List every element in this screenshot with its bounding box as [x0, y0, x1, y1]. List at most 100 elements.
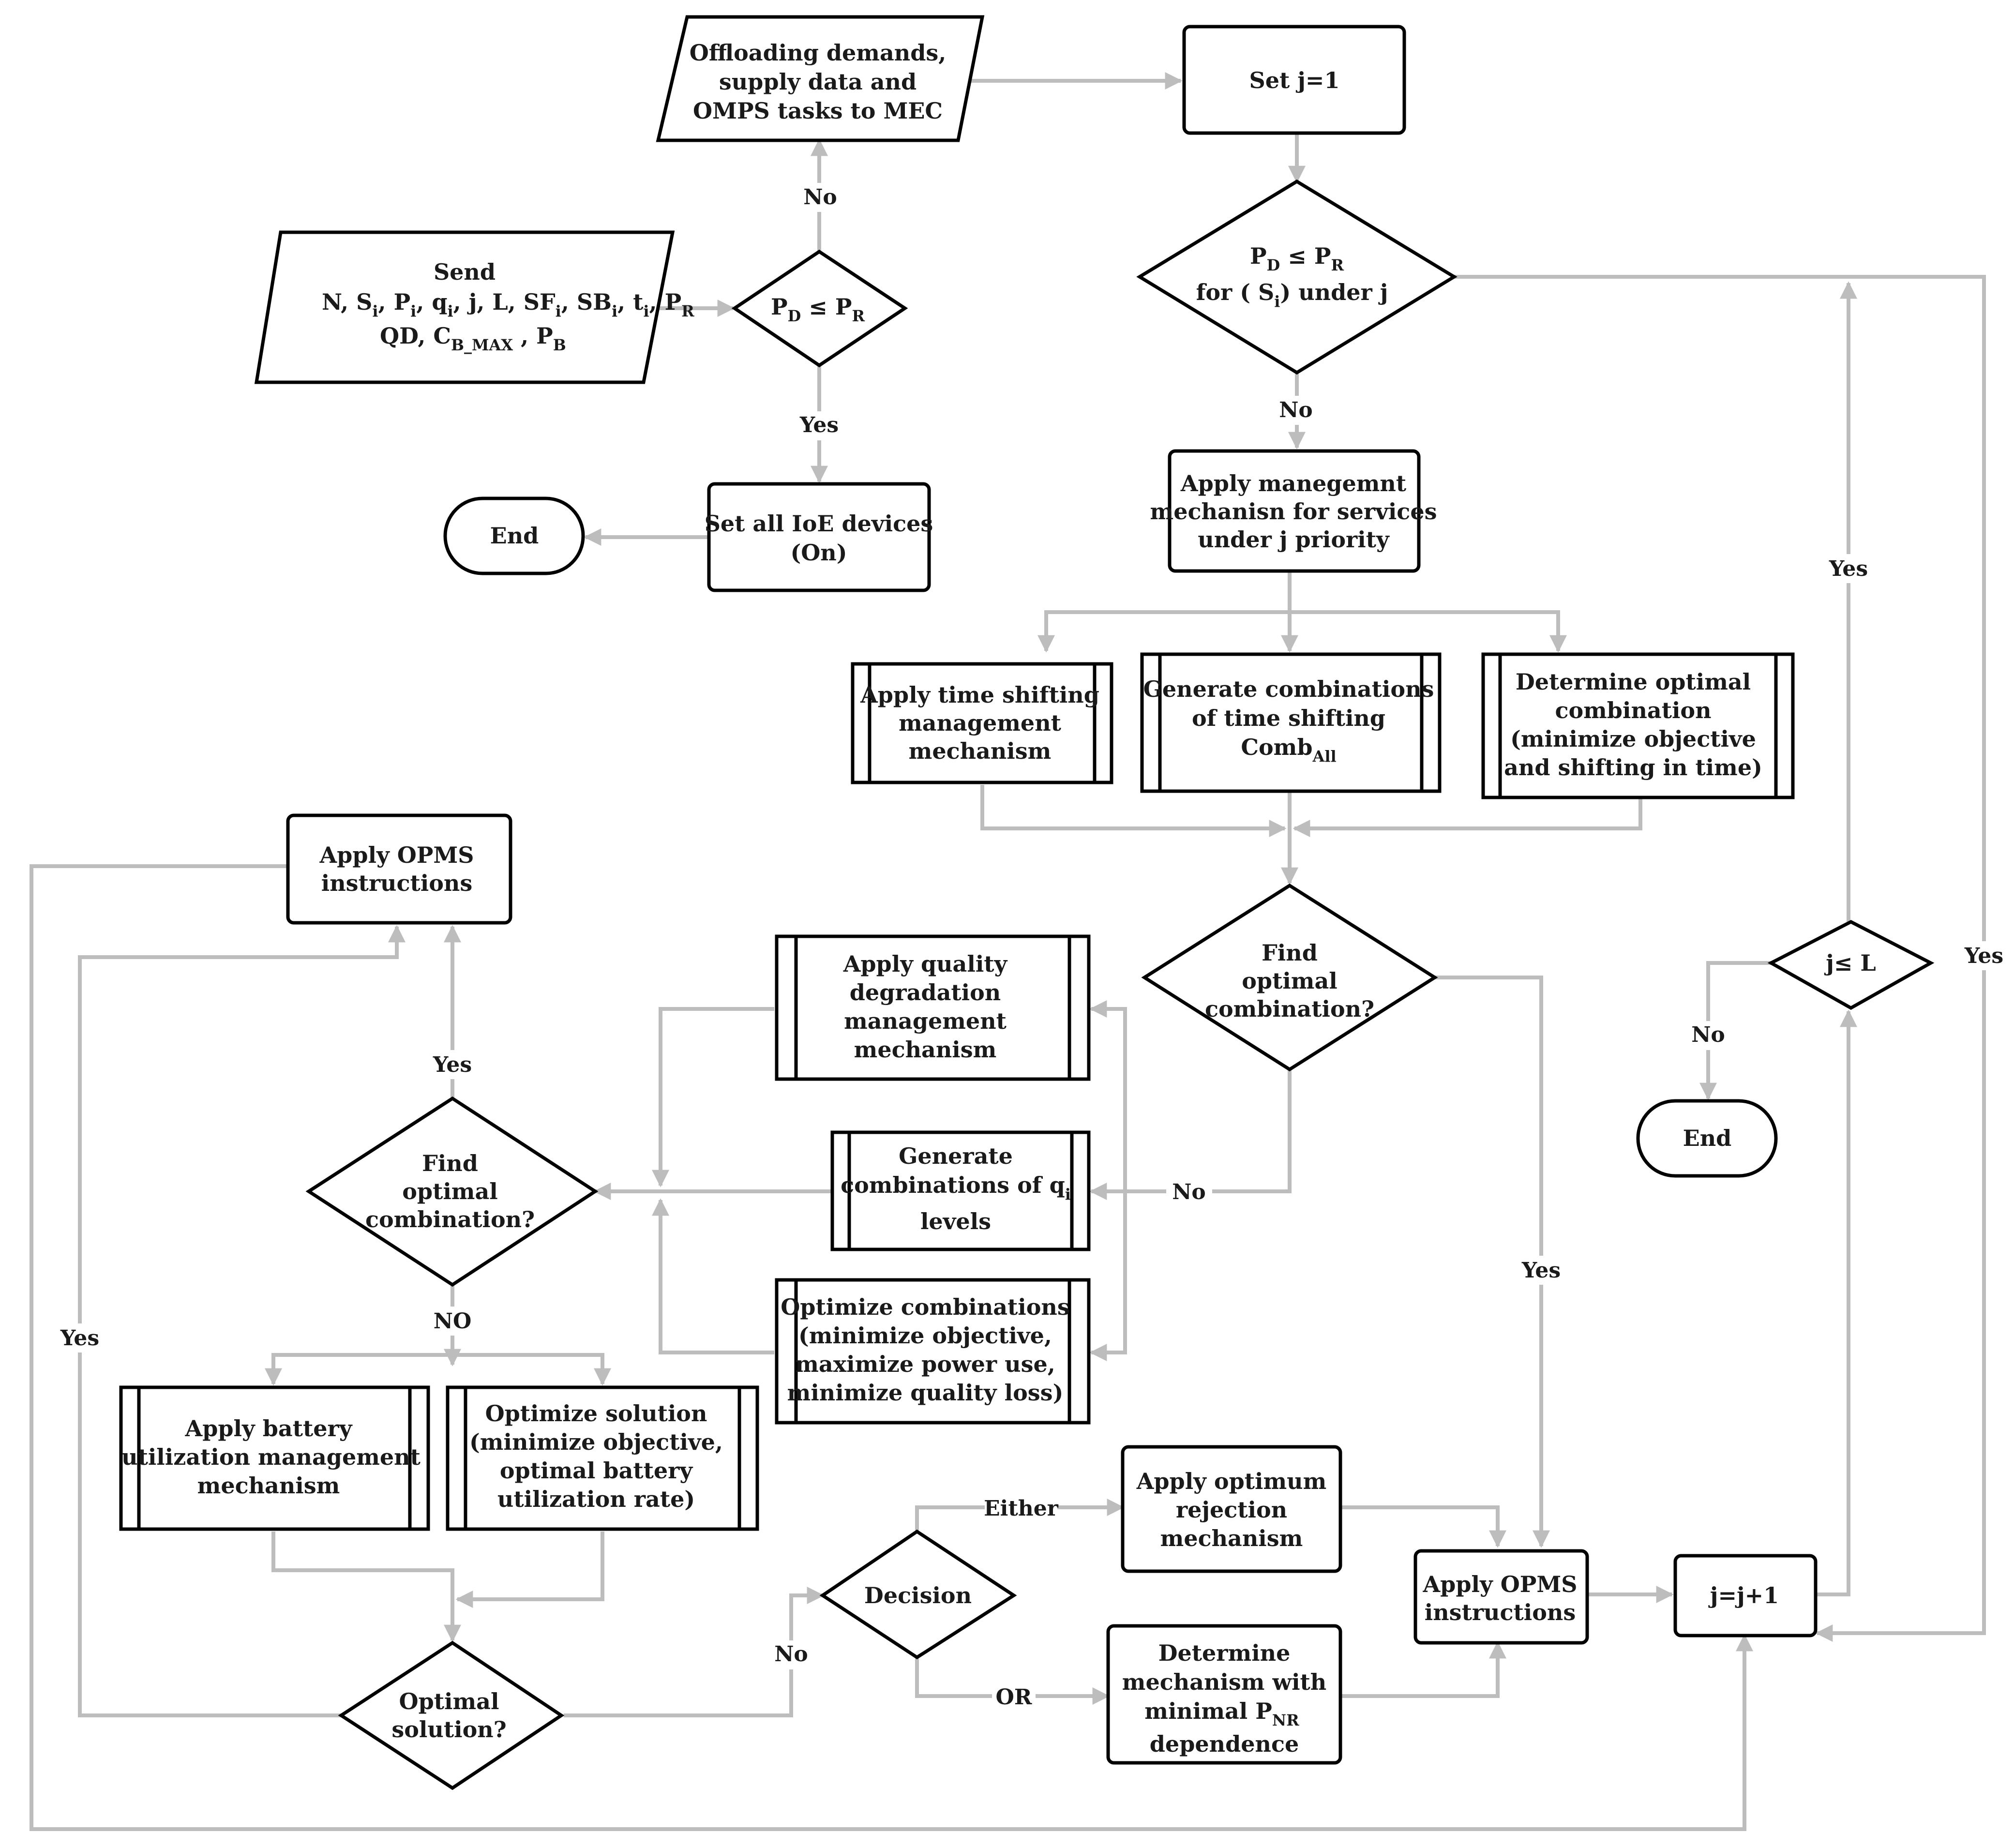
connectors — [30, 72, 1986, 1831]
rejection-line-2: rejection — [1176, 1497, 1287, 1523]
generate-qi-combinations-process: Generate combinations of qi levels — [830, 1130, 1091, 1251]
end-terminator-bottom: End — [1636, 1099, 1778, 1178]
pd-le-pr-main-decision: PD ≤ PR for ( Si) under j — [1136, 179, 1458, 375]
optsol-line-3: optimal battery — [500, 1457, 693, 1484]
label-yes-jleL: Yes — [1829, 556, 1868, 581]
time-shift-line-2: management — [899, 710, 1062, 736]
optimal-solution-line-2: solution? — [391, 1716, 506, 1743]
j-inc-label: j=j+1 — [1708, 1582, 1779, 1608]
pd-le-pr-main-line-1: PD ≤ PR — [1250, 243, 1344, 274]
optimal-solution-decision: Optimal solution? — [338, 1640, 565, 1790]
label-no-optimal-solution: No — [774, 1642, 808, 1667]
optsol-line-4: utilization rate) — [497, 1486, 695, 1512]
label-yes-left-decision: Yes — [799, 413, 839, 437]
optcomb-line-4: minimize quality loss) — [787, 1380, 1064, 1406]
label-no-jleL: No — [1691, 1022, 1725, 1047]
edge-optcomb-to-merge — [652, 1198, 774, 1354]
det-mech-line-2: mechanism with — [1122, 1669, 1326, 1695]
edge-decision-or — [915, 1657, 1110, 1705]
apply-mgmt-line-3: under j priority — [1198, 526, 1390, 553]
set-j1-label: Set j=1 — [1249, 67, 1340, 93]
end-bottom-label: End — [1683, 1125, 1732, 1151]
opms-bottom-line-1: Apply OPMS — [1422, 1571, 1577, 1597]
apply-mgmt-line-1: Apply manegemnt — [1180, 470, 1407, 496]
optcomb-line-2: (minimize objective, — [798, 1322, 1052, 1349]
pd-le-pr-main-line-2: for ( Si) under j — [1196, 279, 1388, 311]
optimize-combinations-process: Optimize combinations (minimize objectiv… — [775, 1278, 1091, 1425]
find-optimal-center-decision: Find optimal combination? — [1141, 883, 1438, 1072]
find-optimal-left-decision: Find optimal combination? — [305, 1096, 599, 1287]
offloading-line-3: OMPS tasks to MEC — [693, 98, 943, 124]
optcomb-line-1: Optimize combinations — [781, 1294, 1070, 1320]
edge-left-find-no-battery — [265, 1353, 452, 1386]
label-no-left-find: NO — [434, 1309, 472, 1334]
find-center-line-1: Find — [1262, 940, 1318, 966]
optimal-solution-line-1: Optimal — [399, 1688, 499, 1714]
quality-line-2: degradation — [850, 979, 1001, 1006]
pd-le-pr-left-label: PD ≤ PR — [771, 294, 865, 325]
edge-left-find-no-optsol — [452, 1353, 611, 1386]
time-shift-line-1: Apply time shifting — [860, 682, 1099, 708]
label-yes-optimal-solution: Yes — [60, 1326, 99, 1351]
find-left-line-3: combination? — [365, 1206, 535, 1232]
j-increment-node: j=j+1 — [1673, 1554, 1818, 1638]
edge-optimal-solution-yes — [78, 925, 406, 1717]
determine-optimal-combination-process: Determine optimal combination (minimize … — [1481, 652, 1795, 799]
edge-timeshift-merge — [980, 785, 1287, 837]
gen-q-line-1: Generate — [899, 1143, 1013, 1169]
opms-top-line-1: Apply OPMS — [319, 842, 474, 868]
determine-mechanism-node: Determine mechanism with minimal PNR dep… — [1106, 1624, 1342, 1765]
quality-line-1: Apply quality — [843, 951, 1008, 977]
apply-mgmt-line-2: mechanisn for services — [1150, 498, 1437, 525]
offloading-line-1: Offloading demands, — [690, 40, 947, 66]
pd-le-pr-left-decision: PD ≤ PR — [731, 249, 908, 368]
find-center-line-2: optimal — [1242, 968, 1338, 994]
edge-q-right-up — [1089, 1000, 1127, 1191]
apply-management-node: Apply manegemnt mechanisn for services u… — [1150, 449, 1437, 573]
gen-time-line-1: Generate combinations — [1143, 676, 1434, 702]
edge-quality-to-merge — [652, 1007, 774, 1187]
battery-utilization-process: Apply battery utilization management mec… — [119, 1385, 430, 1531]
det-mech-line-1: Determine — [1158, 1640, 1291, 1666]
decision-diamond: Decision — [819, 1529, 1017, 1660]
det-mech-line-4: dependence — [1150, 1731, 1299, 1757]
quality-line-3: management — [844, 1008, 1007, 1034]
edge-opms-top-loop — [30, 864, 1753, 1831]
gen-time-line-2: of time shifting — [1192, 705, 1385, 731]
end-terminator-top: End — [443, 496, 585, 575]
set-all-ioe-on-node: Set all IoE devices (On) — [705, 482, 933, 592]
label-yes-center-decision: Yes — [1521, 1258, 1561, 1283]
edge-detmech-to-opms — [1340, 1641, 1506, 1698]
battery-line-3: mechanism — [197, 1472, 340, 1499]
label-either: Either — [984, 1496, 1059, 1521]
edge-mgmt-split — [1037, 571, 1292, 653]
edge-rejection-to-opms — [1340, 1505, 1506, 1548]
edge-battery-merge — [271, 1532, 461, 1642]
end-top-label: End — [490, 523, 539, 549]
label-no-left-decision: No — [803, 185, 837, 210]
edge-labels: No Yes No Yes Yes No Yes No Yes NO Yes N… — [56, 183, 2008, 1711]
edge-q-right-down — [1089, 1191, 1127, 1361]
rejection-line-3: mechanism — [1160, 1525, 1303, 1551]
optcomb-line-3: maximize power use, — [795, 1351, 1055, 1377]
edge-jleL-no — [1699, 961, 1771, 1100]
rejection-line-1: Apply optimum — [1136, 1468, 1327, 1494]
offloading-line-2: supply data and — [719, 69, 917, 95]
edge-jinc-to-jleL — [1817, 1009, 1857, 1596]
det-opt-line-2: combination — [1555, 697, 1711, 723]
edge-optsol-merge — [455, 1532, 604, 1608]
battery-line-2: utilization management — [121, 1444, 421, 1470]
j-le-L-label: j≤ L — [1824, 950, 1876, 976]
find-center-line-3: combination? — [1205, 996, 1374, 1022]
det-mech-line-3: minimal PNR — [1144, 1698, 1299, 1729]
label-no-center-decision: No — [1172, 1180, 1206, 1204]
det-opt-line-1: Determine optimal — [1516, 669, 1751, 695]
set-all-line-2: (On) — [790, 540, 847, 566]
edge-center-decision-no — [1089, 1069, 1292, 1200]
set-all-line-1: Set all IoE devices — [705, 511, 933, 537]
send-node: Send N, Si, Pi, qi, j, L, SFi, SBi, ti, … — [254, 230, 694, 384]
send-params-line-1: N, Si, Pi, qi, j, L, SFi, SBi, ti, PR — [322, 289, 694, 320]
label-or: OR — [996, 1685, 1032, 1710]
det-opt-line-4: and shifting in time) — [1504, 754, 1762, 781]
